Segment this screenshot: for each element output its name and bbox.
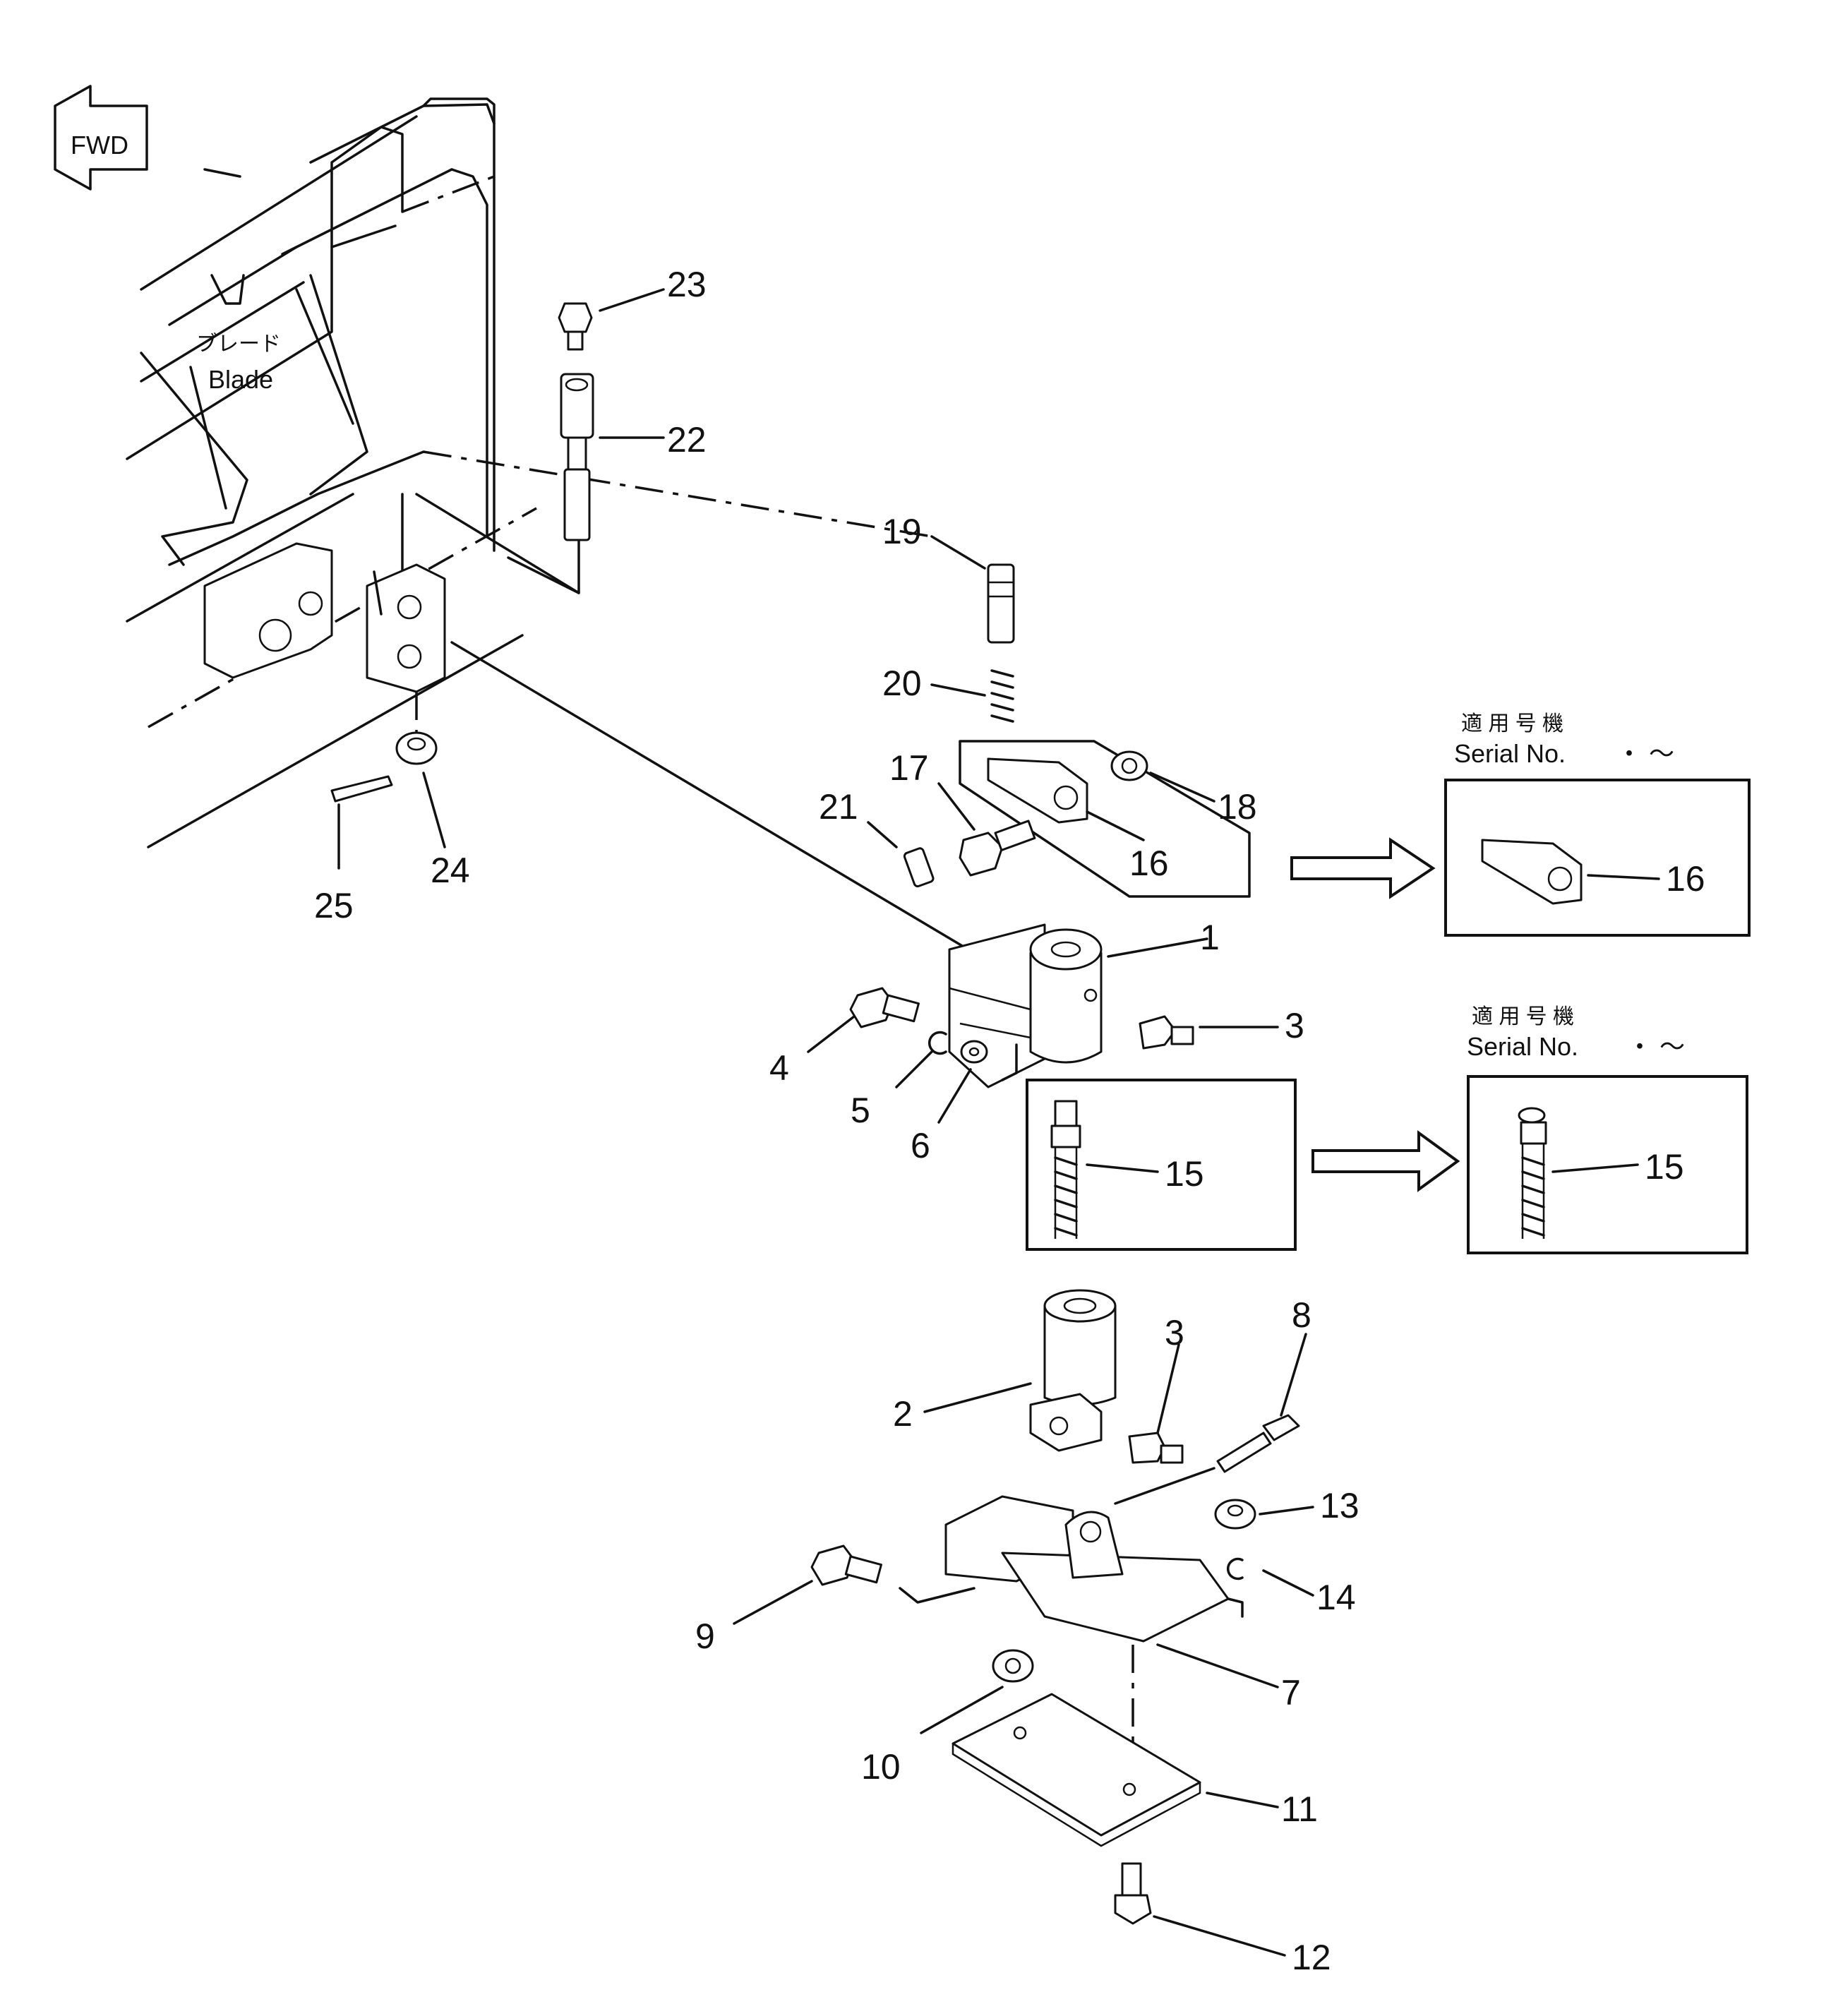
leader-bracket	[1001, 1043, 1018, 1081]
serial-heading-en-2: Serial No.	[1467, 1032, 1578, 1061]
callout-16a: 16	[1129, 844, 1169, 883]
callout-18: 18	[1218, 787, 1257, 827]
part-12-bolt	[1114, 1862, 1286, 1957]
part-2-cylinder	[923, 1289, 1117, 1452]
callout-3b: 3	[1165, 1313, 1184, 1352]
part-4-bolt	[807, 987, 920, 1053]
blade-label-jp: ブレード	[196, 332, 281, 356]
callout-15b: 15	[1645, 1147, 1684, 1187]
callout-17: 17	[889, 748, 929, 788]
part-25-cotter-pin	[330, 775, 393, 870]
serial-box-2: 適 用 号 機 Serial No. ・ ～	[1467, 1005, 1748, 1254]
serial-range-1: ・ ～	[1616, 739, 1674, 768]
part-3b-fitting	[1128, 1343, 1184, 1464]
fwd-label: FWD	[71, 131, 128, 160]
part-17-bolt	[937, 782, 1036, 877]
part-15-box	[1026, 1079, 1297, 1251]
arrow-right-icon	[1290, 837, 1436, 899]
callout-19: 19	[882, 512, 922, 551]
part-3a-fitting	[1139, 1015, 1279, 1050]
callout-22: 22	[667, 420, 707, 460]
callout-3a: 3	[1285, 1006, 1304, 1045]
callout-14: 14	[1316, 1578, 1356, 1617]
callout-24: 24	[431, 851, 470, 890]
serial-heading-jp-1: 適 用 号 機	[1461, 712, 1563, 736]
part-5-lockwasher	[895, 1031, 947, 1088]
part-24-collar	[395, 731, 446, 848]
callout-23: 23	[667, 265, 707, 304]
part-21-key	[867, 821, 935, 888]
serial-range-2: ・ ～	[1627, 1032, 1685, 1061]
callout-20: 20	[882, 664, 922, 703]
callout-16b: 16	[1666, 859, 1705, 899]
callout-5: 5	[851, 1091, 870, 1130]
blade-frame	[126, 97, 975, 954]
part-7-bracket	[944, 1467, 1279, 1688]
fwd-arrow-icon: FWD	[54, 85, 148, 191]
callout-8: 8	[1292, 1295, 1311, 1335]
callout-6: 6	[911, 1126, 930, 1165]
part-16-group-outline	[959, 740, 1251, 898]
callout-15a: 15	[1165, 1154, 1204, 1194]
callout-11: 11	[1281, 1789, 1318, 1829]
part-6-washer	[937, 1040, 988, 1124]
callout-12: 12	[1292, 1938, 1331, 1977]
part-14-lockwasher	[1227, 1557, 1314, 1597]
serial-heading-en-1: Serial No.	[1454, 739, 1566, 768]
serial-heading-jp-2: 適 用 号 機	[1472, 1005, 1574, 1028]
part-23-fitting	[558, 288, 665, 351]
callout-7: 7	[1281, 1673, 1301, 1712]
serial-box-1: 適 用 号 機 Serial No. ・ ～	[1444, 712, 1751, 937]
part-18-nut	[1110, 750, 1215, 803]
callout-21: 21	[819, 787, 858, 827]
callout-4: 4	[769, 1048, 789, 1088]
part-8-pin	[1216, 1333, 1307, 1473]
callout-1: 1	[1200, 918, 1220, 957]
callout-2: 2	[893, 1394, 913, 1434]
part-19	[930, 535, 1015, 644]
part-1-housing	[948, 923, 1208, 1088]
callout-10: 10	[861, 1747, 901, 1787]
part-20-spring	[930, 669, 1014, 723]
callout-13: 13	[1320, 1486, 1359, 1525]
part-9-bolt	[733, 1544, 975, 1625]
part-16-lever	[987, 757, 1145, 841]
part-13-nut	[1214, 1499, 1314, 1530]
callout-9: 9	[695, 1616, 715, 1656]
blade-label-en: Blade	[208, 365, 273, 394]
part-10-nut	[920, 1649, 1034, 1734]
arrow-right-icon	[1311, 1130, 1460, 1192]
part-11-plate	[951, 1693, 1279, 1847]
callout-25: 25	[314, 886, 354, 925]
part-22-pin	[560, 373, 665, 541]
